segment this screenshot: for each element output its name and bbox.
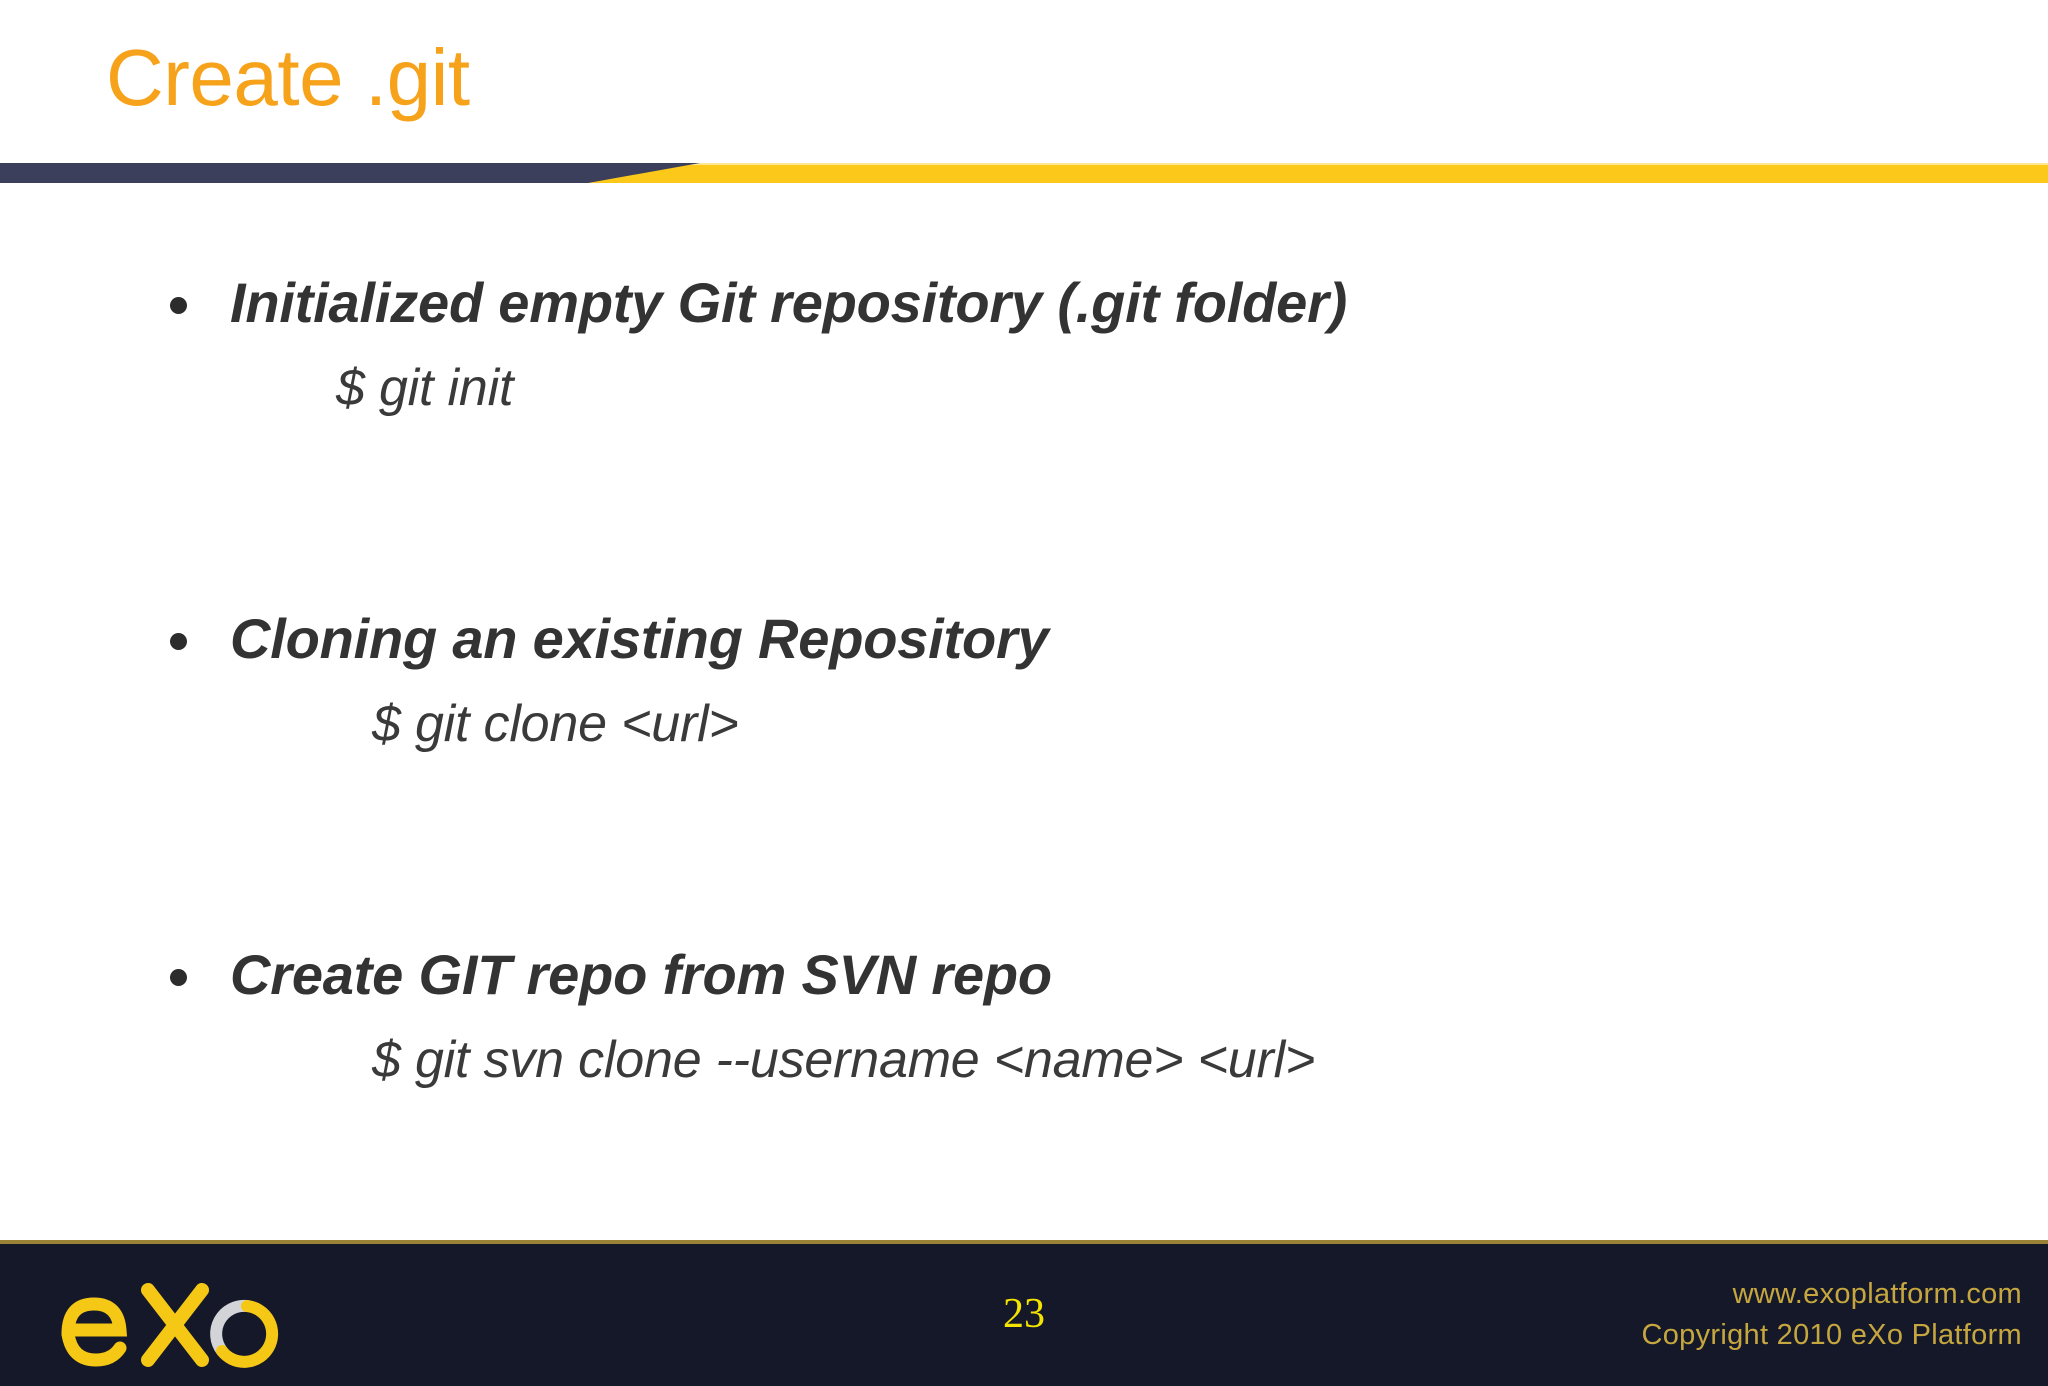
bullet-item: Initialized empty Git repository (.git f… — [0, 267, 2000, 417]
bullet-dot-icon — [170, 633, 187, 650]
bullet-heading-text: Initialized empty Git repository (.git f… — [230, 271, 1348, 334]
bullet-command-text: $ git svn clone --username <name> <url> — [372, 1031, 1316, 1089]
footer-website: www.exoplatform.com — [1732, 1278, 2022, 1310]
bullet-heading-text: Create GIT repo from SVN repo — [230, 943, 1052, 1006]
header-divider-bar — [0, 163, 2048, 183]
slide-footer: 23 www.exoplatform.com Copyright 2010 eX… — [0, 1240, 2048, 1386]
bullet-heading-text: Cloning an existing Repository — [230, 607, 1049, 670]
slide-body: Initialized empty Git repository (.git f… — [0, 183, 2048, 1240]
bullet-dot-icon — [170, 297, 187, 314]
bullet-command-text: $ git init — [336, 359, 514, 417]
exo-logo — [52, 1262, 292, 1372]
slide-header: Create .git — [0, 0, 2048, 163]
page-number: 23 — [1003, 1291, 1045, 1337]
divider-dark-segment — [0, 163, 700, 183]
divider-hairline — [0, 163, 2048, 165]
bullet-heading-row: Create GIT repo from SVN repo — [0, 939, 2000, 1019]
bullet-heading-row: Initialized empty Git repository (.git f… — [0, 267, 2000, 347]
footer-copyright: Copyright 2010 eXo Platform — [1641, 1319, 2022, 1351]
page-title: Create .git — [106, 33, 470, 122]
bullet-item: Create GIT repo from SVN repo $ git svn … — [0, 939, 2000, 1089]
bullet-command-text: $ git clone <url> — [372, 695, 739, 753]
footer-meta: www.exoplatform.com Copyright 2010 eXo P… — [1642, 1274, 2022, 1356]
bullet-item: Cloning an existing Repository $ git clo… — [0, 603, 2000, 753]
bullet-heading-row: Cloning an existing Repository — [0, 603, 2000, 683]
bullet-dot-icon — [170, 969, 187, 986]
